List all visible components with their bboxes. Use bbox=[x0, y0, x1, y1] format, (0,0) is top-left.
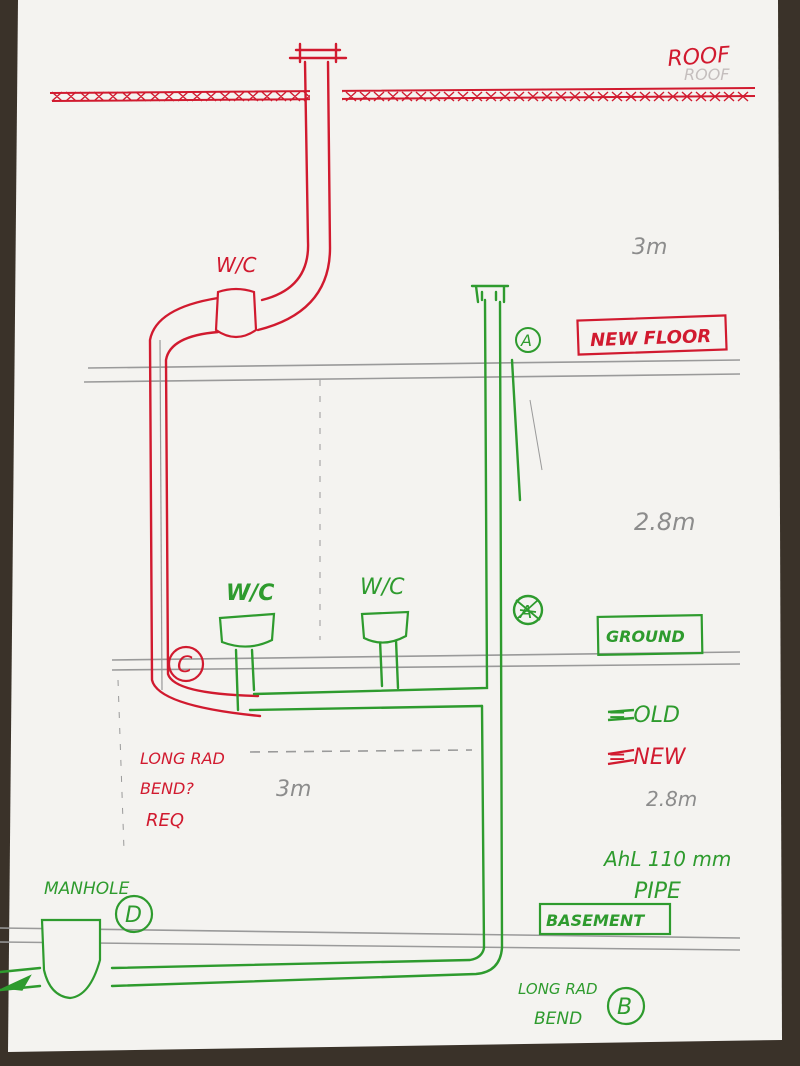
long-rad-bend-bottom-line-2: BEND bbox=[534, 1009, 582, 1029]
paper-sheet bbox=[8, 0, 782, 1052]
roof-band bbox=[49, 87, 756, 104]
legend-old-label: = OLD bbox=[608, 703, 680, 728]
legend-new-stroke bbox=[607, 748, 635, 766]
legend-old-stroke bbox=[607, 708, 635, 722]
wc-ground-right-label: W/C bbox=[360, 575, 405, 600]
width-3m-label: 3m bbox=[276, 777, 311, 802]
pencil-shadow-pipe bbox=[159, 339, 163, 691]
marker-b-circle bbox=[606, 986, 646, 1026]
manhole-label: MANHOLE bbox=[44, 879, 130, 899]
basement-box bbox=[538, 902, 672, 936]
height-top-label: 3m bbox=[632, 235, 667, 260]
marker-d: D bbox=[125, 903, 142, 928]
marker-a-mid: A bbox=[519, 602, 532, 623]
roof-label: ROOF bbox=[667, 43, 732, 72]
ground-box bbox=[596, 613, 704, 657]
wc-ground-left-pan bbox=[218, 612, 276, 648]
new-soil-stack bbox=[148, 42, 348, 718]
long-rad-bend-bottom-line-1: LONG RAD bbox=[518, 980, 598, 998]
roof-ghost-label: ROOF bbox=[684, 65, 730, 84]
marker-a-mid-circle bbox=[512, 594, 544, 626]
height-mid-label: 2.8m bbox=[634, 508, 696, 536]
height-low-label: 2.8m bbox=[646, 787, 697, 811]
marker-d-circle bbox=[114, 894, 154, 934]
basement-label: BASEMENT bbox=[546, 911, 645, 930]
marker-a-top: A bbox=[520, 331, 532, 350]
ground-label: GROUND bbox=[606, 627, 685, 646]
marker-b: B bbox=[617, 995, 632, 1020]
marker-a-mid-scribble bbox=[515, 599, 541, 621]
marker-c: C bbox=[177, 653, 193, 678]
old-pipework bbox=[0, 284, 522, 992]
new-floor-box bbox=[576, 314, 728, 356]
wc-ground-left-label: W/C bbox=[226, 581, 274, 606]
legend-new-label: = NEW bbox=[608, 745, 687, 770]
wc-upper-pan bbox=[214, 287, 258, 339]
long-rad-bend-req-line-3: REQ bbox=[146, 810, 184, 831]
marker-c-circle bbox=[167, 645, 205, 683]
wc-upper-label: W/C bbox=[216, 253, 257, 277]
long-rad-bend-req-line-2: BEND? bbox=[140, 779, 194, 798]
new-floor-label: NEW FLOOR bbox=[590, 326, 712, 351]
long-rad-bend-req-line-1: LONG RAD bbox=[140, 749, 225, 768]
all-110mm-line-2: PIPE bbox=[634, 879, 681, 904]
wc-ground-right-pan bbox=[360, 610, 410, 644]
marker-a-top-circle bbox=[515, 327, 541, 353]
manhole-outlet-arrow bbox=[1, 974, 32, 991]
manhole bbox=[40, 918, 102, 1000]
all-110mm-line-1: AhL 110 mm bbox=[602, 847, 731, 871]
